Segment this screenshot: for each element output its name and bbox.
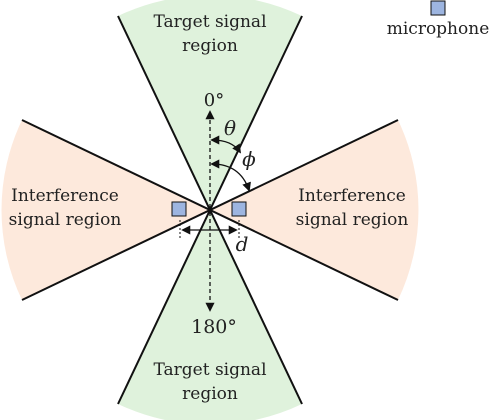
microphone-right bbox=[231, 201, 247, 217]
spacing-d-symbol: d bbox=[236, 232, 249, 256]
microphone-legend-icon bbox=[430, 0, 446, 16]
target-region-top-sector bbox=[118, 0, 302, 210]
target-region-top-label-line1: Target signal bbox=[153, 12, 266, 32]
theta-symbol: θ bbox=[224, 116, 236, 140]
phi-angle-arc bbox=[210, 159, 251, 192]
one-eighty-degree-label: 180° bbox=[191, 316, 237, 338]
region-boundary-lines bbox=[21, 15, 399, 405]
microphone-left bbox=[171, 201, 187, 217]
zero-degree-label: 0° bbox=[204, 90, 224, 111]
interference-region-right-sector bbox=[210, 120, 419, 300]
interference-region-left-label-line1: Interference bbox=[11, 186, 119, 206]
interference-region-left-label-line2: signal region bbox=[9, 210, 122, 230]
interference-region-right-label-line1: Interference bbox=[298, 186, 406, 206]
phi-symbol: ϕ bbox=[242, 147, 256, 171]
target-region-bottom-sector bbox=[118, 210, 302, 420]
interference-region-right-label-line2: signal region bbox=[296, 210, 409, 230]
target-region-top-label-line2: region bbox=[182, 36, 238, 56]
microphone-legend-label: microphone bbox=[387, 19, 490, 39]
target-region-bottom-label-line1: Target signal bbox=[153, 360, 266, 380]
interference-region-left-sector bbox=[1, 120, 210, 300]
boundary-line-lower bbox=[21, 119, 399, 301]
theta-angle-arc bbox=[210, 135, 242, 154]
target-region-bottom-label-line2: region bbox=[182, 384, 238, 404]
